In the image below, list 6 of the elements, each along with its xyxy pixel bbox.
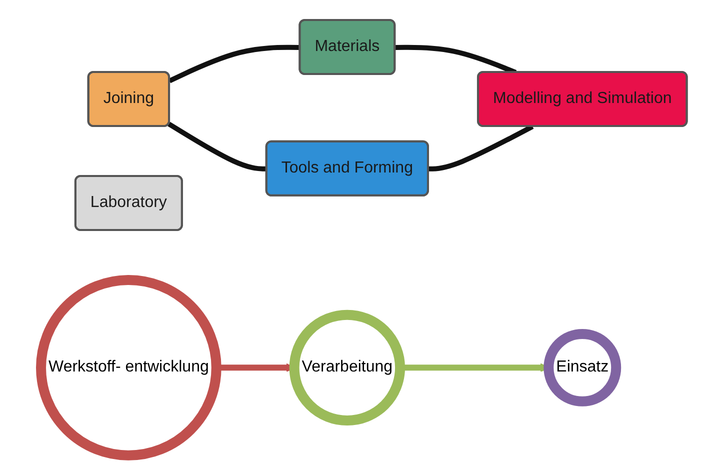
node-circle: Werkstoff- entwicklung xyxy=(36,275,221,461)
connector xyxy=(168,45,300,84)
connector xyxy=(428,124,534,172)
node-circle: Einsatz xyxy=(543,329,621,407)
node-circle: Verarbeitung xyxy=(288,310,405,426)
connector xyxy=(167,122,267,172)
